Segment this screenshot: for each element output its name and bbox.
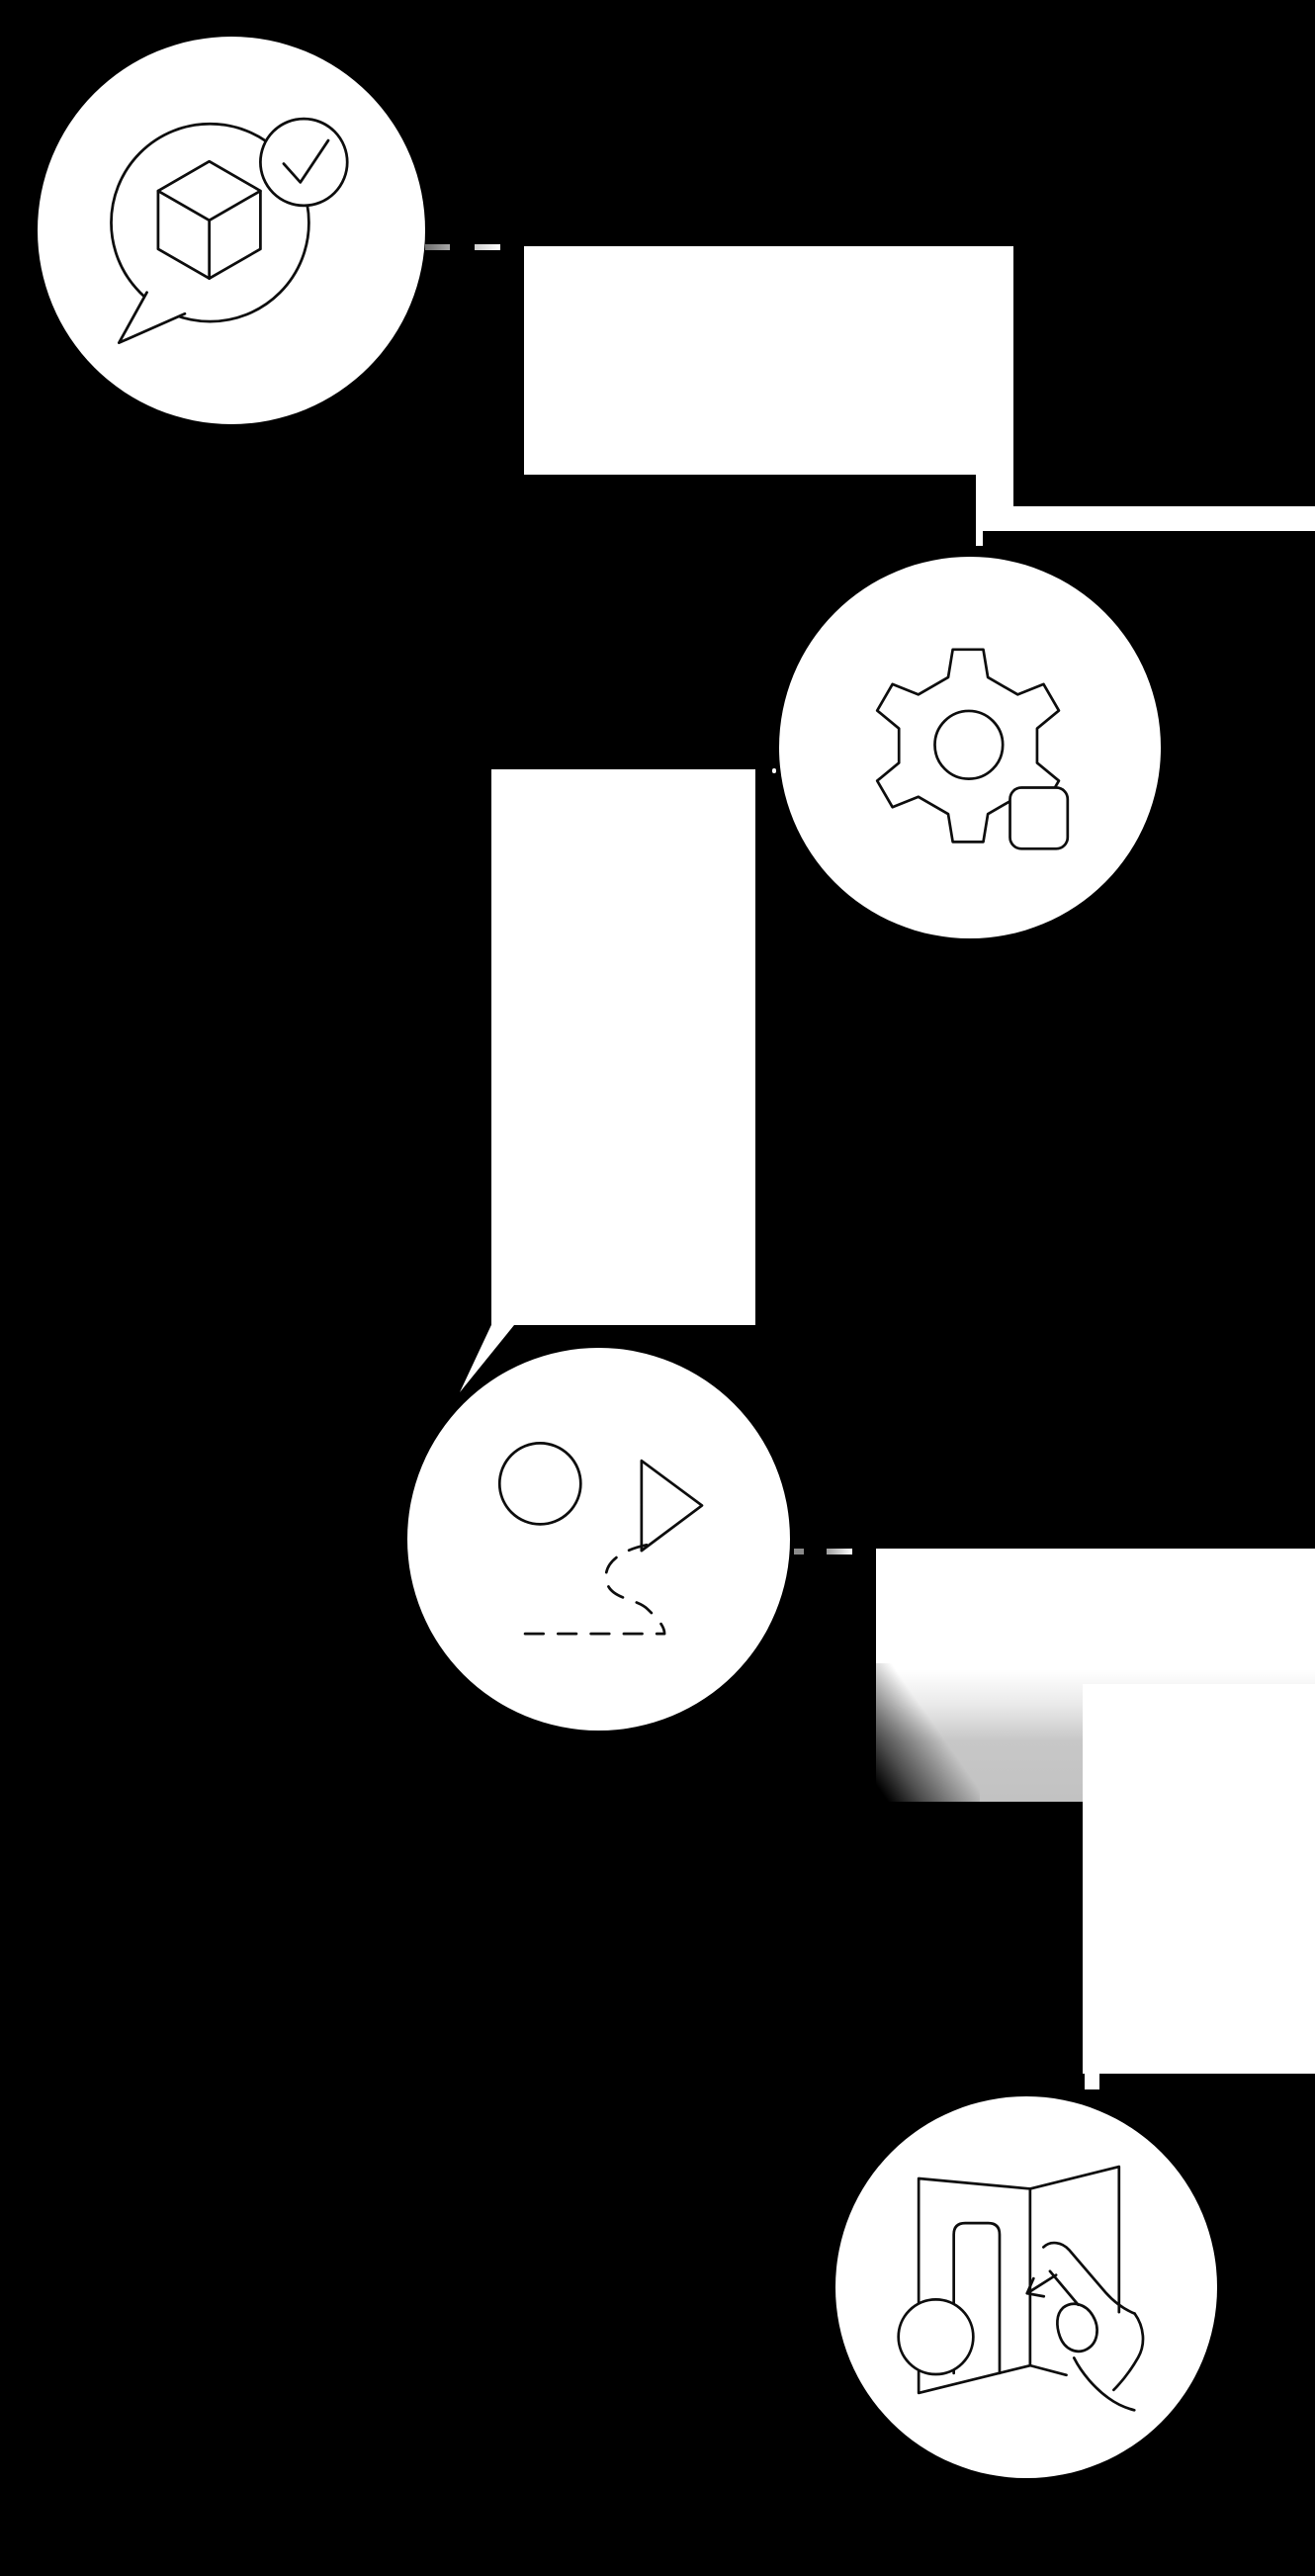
gear-square-icon (875, 648, 1070, 850)
connector-dash (425, 244, 450, 250)
step-2-badge (779, 557, 1161, 938)
step-4-card (1083, 1684, 1315, 2074)
step-3-badge (407, 1348, 790, 1731)
route-play-icon (497, 1442, 704, 1636)
connector-dash (772, 768, 776, 773)
step-4-badge (835, 2096, 1217, 2478)
step-1-card (524, 246, 1013, 475)
connector-dash (794, 1549, 804, 1554)
connector-dash (827, 1549, 852, 1554)
step-1-badge (38, 37, 425, 424)
connector-dash (976, 531, 983, 546)
connector-dash (1085, 2074, 1099, 2089)
speech-bubble-cube-check-icon (110, 117, 349, 345)
connector-dash (475, 244, 500, 250)
map-door-hand-icon (897, 2165, 1145, 2412)
photo-shadow-corner (876, 1663, 980, 1802)
step-2-card (491, 769, 755, 1325)
card-fragment-strip (976, 506, 1315, 531)
